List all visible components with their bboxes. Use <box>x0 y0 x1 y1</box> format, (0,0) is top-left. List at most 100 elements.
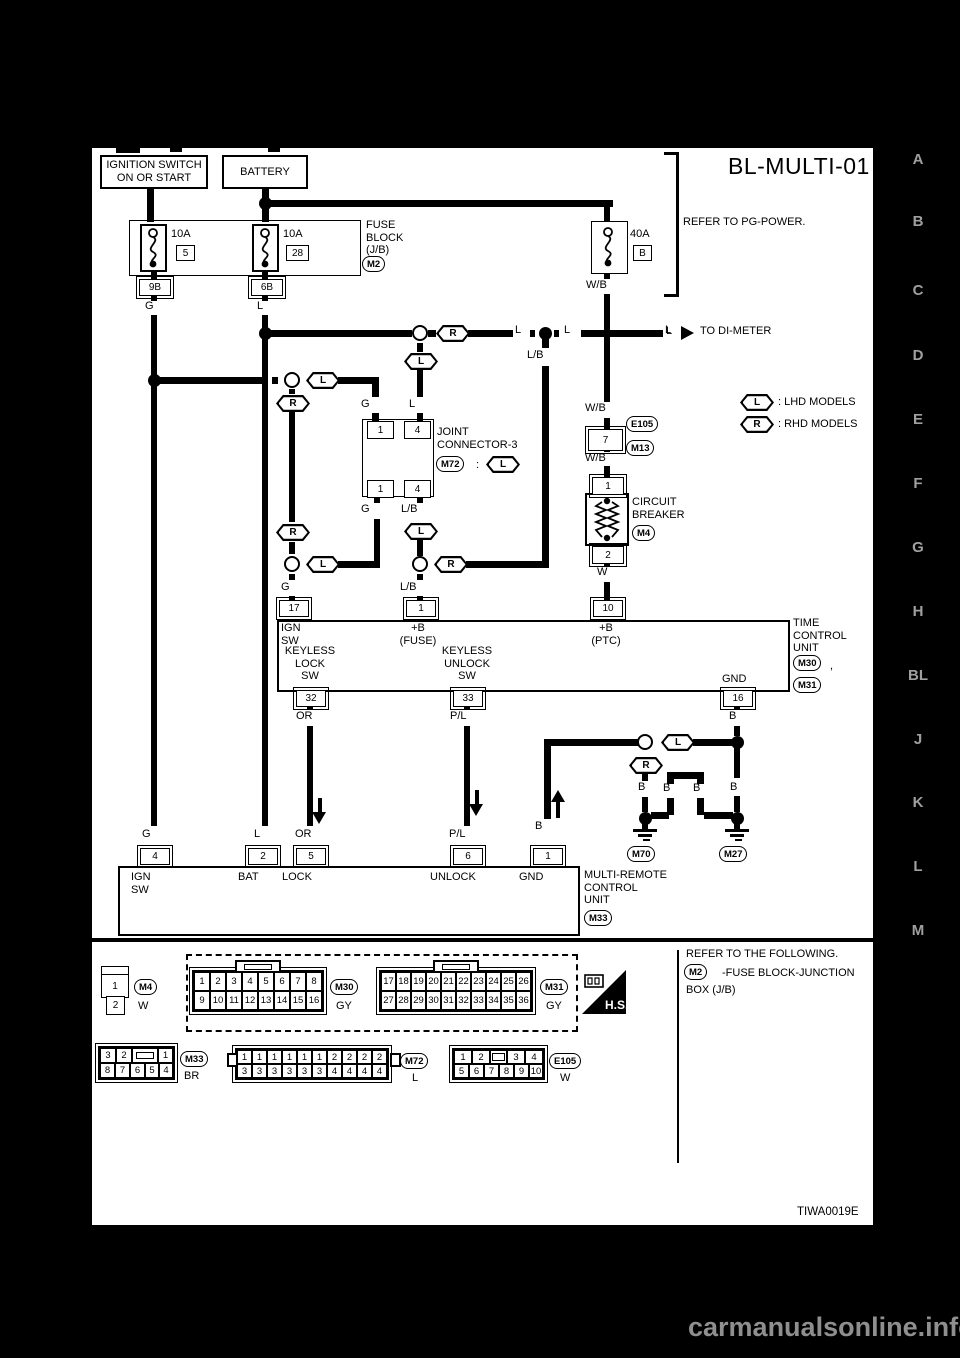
wire-segment <box>676 152 679 297</box>
arrow-down-or <box>312 812 326 824</box>
mr-pin-1: 1 <box>530 845 566 868</box>
connector-m30-pin: 13 <box>258 991 274 1010</box>
wire-segment <box>554 330 559 337</box>
connector-e105-pin: 10 <box>529 1064 543 1078</box>
connector-m72-pin: 2 <box>342 1050 357 1064</box>
wire-segment <box>667 779 674 784</box>
sidebar-section-h: H <box>912 603 924 620</box>
connector-m33-pin: 6 <box>130 1063 145 1078</box>
wire-label-g-top: G <box>145 300 154 312</box>
tc-pin-16: 16 <box>720 687 756 710</box>
flag-r-gnd-letter: R <box>631 759 661 772</box>
connector-m31-pin: 24 <box>486 972 501 991</box>
connector-e105-pin: 7 <box>484 1064 499 1078</box>
connector-m31-pin: 31 <box>441 991 456 1010</box>
sidebar-section-l: L <box>913 858 923 875</box>
jc-pin-1b: 1 <box>367 480 394 498</box>
flag-l-gnd-letter: L <box>663 736 693 749</box>
wire-segment <box>289 574 295 580</box>
connector-m33-pin: 7 <box>115 1063 130 1078</box>
wire-segment <box>92 938 873 942</box>
ref-e105: E105 <box>626 416 659 432</box>
wire-label-b-m70: B <box>638 781 646 793</box>
wire-segment <box>289 542 295 554</box>
connector-m31-tab <box>433 960 479 973</box>
connector-m72-pin: 4 <box>342 1064 357 1078</box>
connector-m33-pin: 3 <box>100 1048 116 1063</box>
flag-l-branch-letter: L <box>308 558 338 571</box>
arrow-right-dimeter <box>681 326 694 340</box>
flag-r-legend-letter: R <box>742 418 772 431</box>
wire-segment <box>464 705 470 709</box>
wire-segment <box>417 343 423 352</box>
wire-segment <box>262 207 269 222</box>
jc-pin-1t: 1 <box>367 421 394 439</box>
connector-m72-pin: 1 <box>297 1050 312 1064</box>
wire-segment <box>734 824 740 829</box>
connector-m31-pin: 34 <box>486 991 501 1010</box>
conn-m72-color: L <box>412 1072 419 1084</box>
flag-l-jcref-letter: L <box>488 458 518 471</box>
arrow-up-b <box>551 790 565 802</box>
wire-segment <box>170 148 182 152</box>
connector-m30-pin: 10 <box>210 991 226 1010</box>
ref-m70: M70 <box>627 846 656 862</box>
tc-pin-32: 32 <box>293 687 329 710</box>
connector-m72-pin: 1 <box>237 1050 252 1064</box>
wire-segment <box>374 519 380 568</box>
wire-segment <box>642 774 648 781</box>
connector-m30-pin: 11 <box>226 991 242 1010</box>
connector-e105-pin: 5 <box>454 1064 469 1078</box>
connector-circle <box>283 555 300 572</box>
mr-pin-2: 2 <box>245 845 281 868</box>
wire-label-b-top: B <box>729 710 737 722</box>
wire-label-g-jcbot: G <box>361 503 370 515</box>
wire-segment <box>697 798 704 815</box>
key-slot <box>442 963 470 970</box>
wire-label-pl-top: P/L <box>450 710 467 722</box>
refer-pg-power-text: REFER TO PG-POWER. <box>683 216 806 228</box>
connector-m31-pin: 30 <box>426 991 441 1010</box>
wire-segment <box>151 294 157 301</box>
connector-m72-tab-right <box>390 1053 401 1067</box>
ref-m31-conn: M31 <box>540 979 569 995</box>
connector-m72-pin: 3 <box>297 1064 312 1078</box>
circuit-breaker-icon <box>585 493 629 546</box>
watermark: carmanualsonline.info <box>688 1312 960 1342</box>
ref-m2: M2 <box>362 256 386 272</box>
wire-segment <box>734 796 740 812</box>
flag-l-jc: L <box>404 523 438 540</box>
sidebar-section-g: G <box>912 539 924 556</box>
flag-l-busdrop-letter: L <box>406 355 436 368</box>
flag-r-net-letter: R <box>278 397 308 410</box>
connector-m30-pin: 7 <box>290 972 306 991</box>
wire-segment <box>638 834 652 837</box>
sidebar-section-b: B <box>912 213 924 230</box>
connector-m31-pin: 19 <box>411 972 426 991</box>
connector-m31-pin: 18 <box>396 972 411 991</box>
wire-segment <box>151 272 157 279</box>
connector-m33-pin: 2 <box>116 1048 132 1063</box>
tc-pin-17: 17 <box>276 597 312 620</box>
flag-r-bus-letter: R <box>438 327 468 340</box>
fuse-block-label: FUSE BLOCK (J/B) <box>366 219 404 256</box>
mr-pin5-name: LOCK <box>282 871 312 883</box>
legend-lhd: : LHD MODELS <box>778 396 856 408</box>
connector-m72-pin: 2 <box>357 1050 372 1064</box>
refer-following-text: REFER TO THE FOLLOWING. <box>686 948 839 960</box>
wire-segment <box>604 582 610 600</box>
connector-m72-pin: 3 <box>252 1064 267 1078</box>
wire-label-or-top: OR <box>296 710 313 722</box>
key-slot <box>135 1051 155 1060</box>
connector-m33-pin <box>132 1048 158 1063</box>
connector-m31-pin: 33 <box>471 991 486 1010</box>
ref-m72: M72 <box>436 456 465 472</box>
wire-segment <box>318 798 322 814</box>
wire-segment <box>604 274 610 279</box>
